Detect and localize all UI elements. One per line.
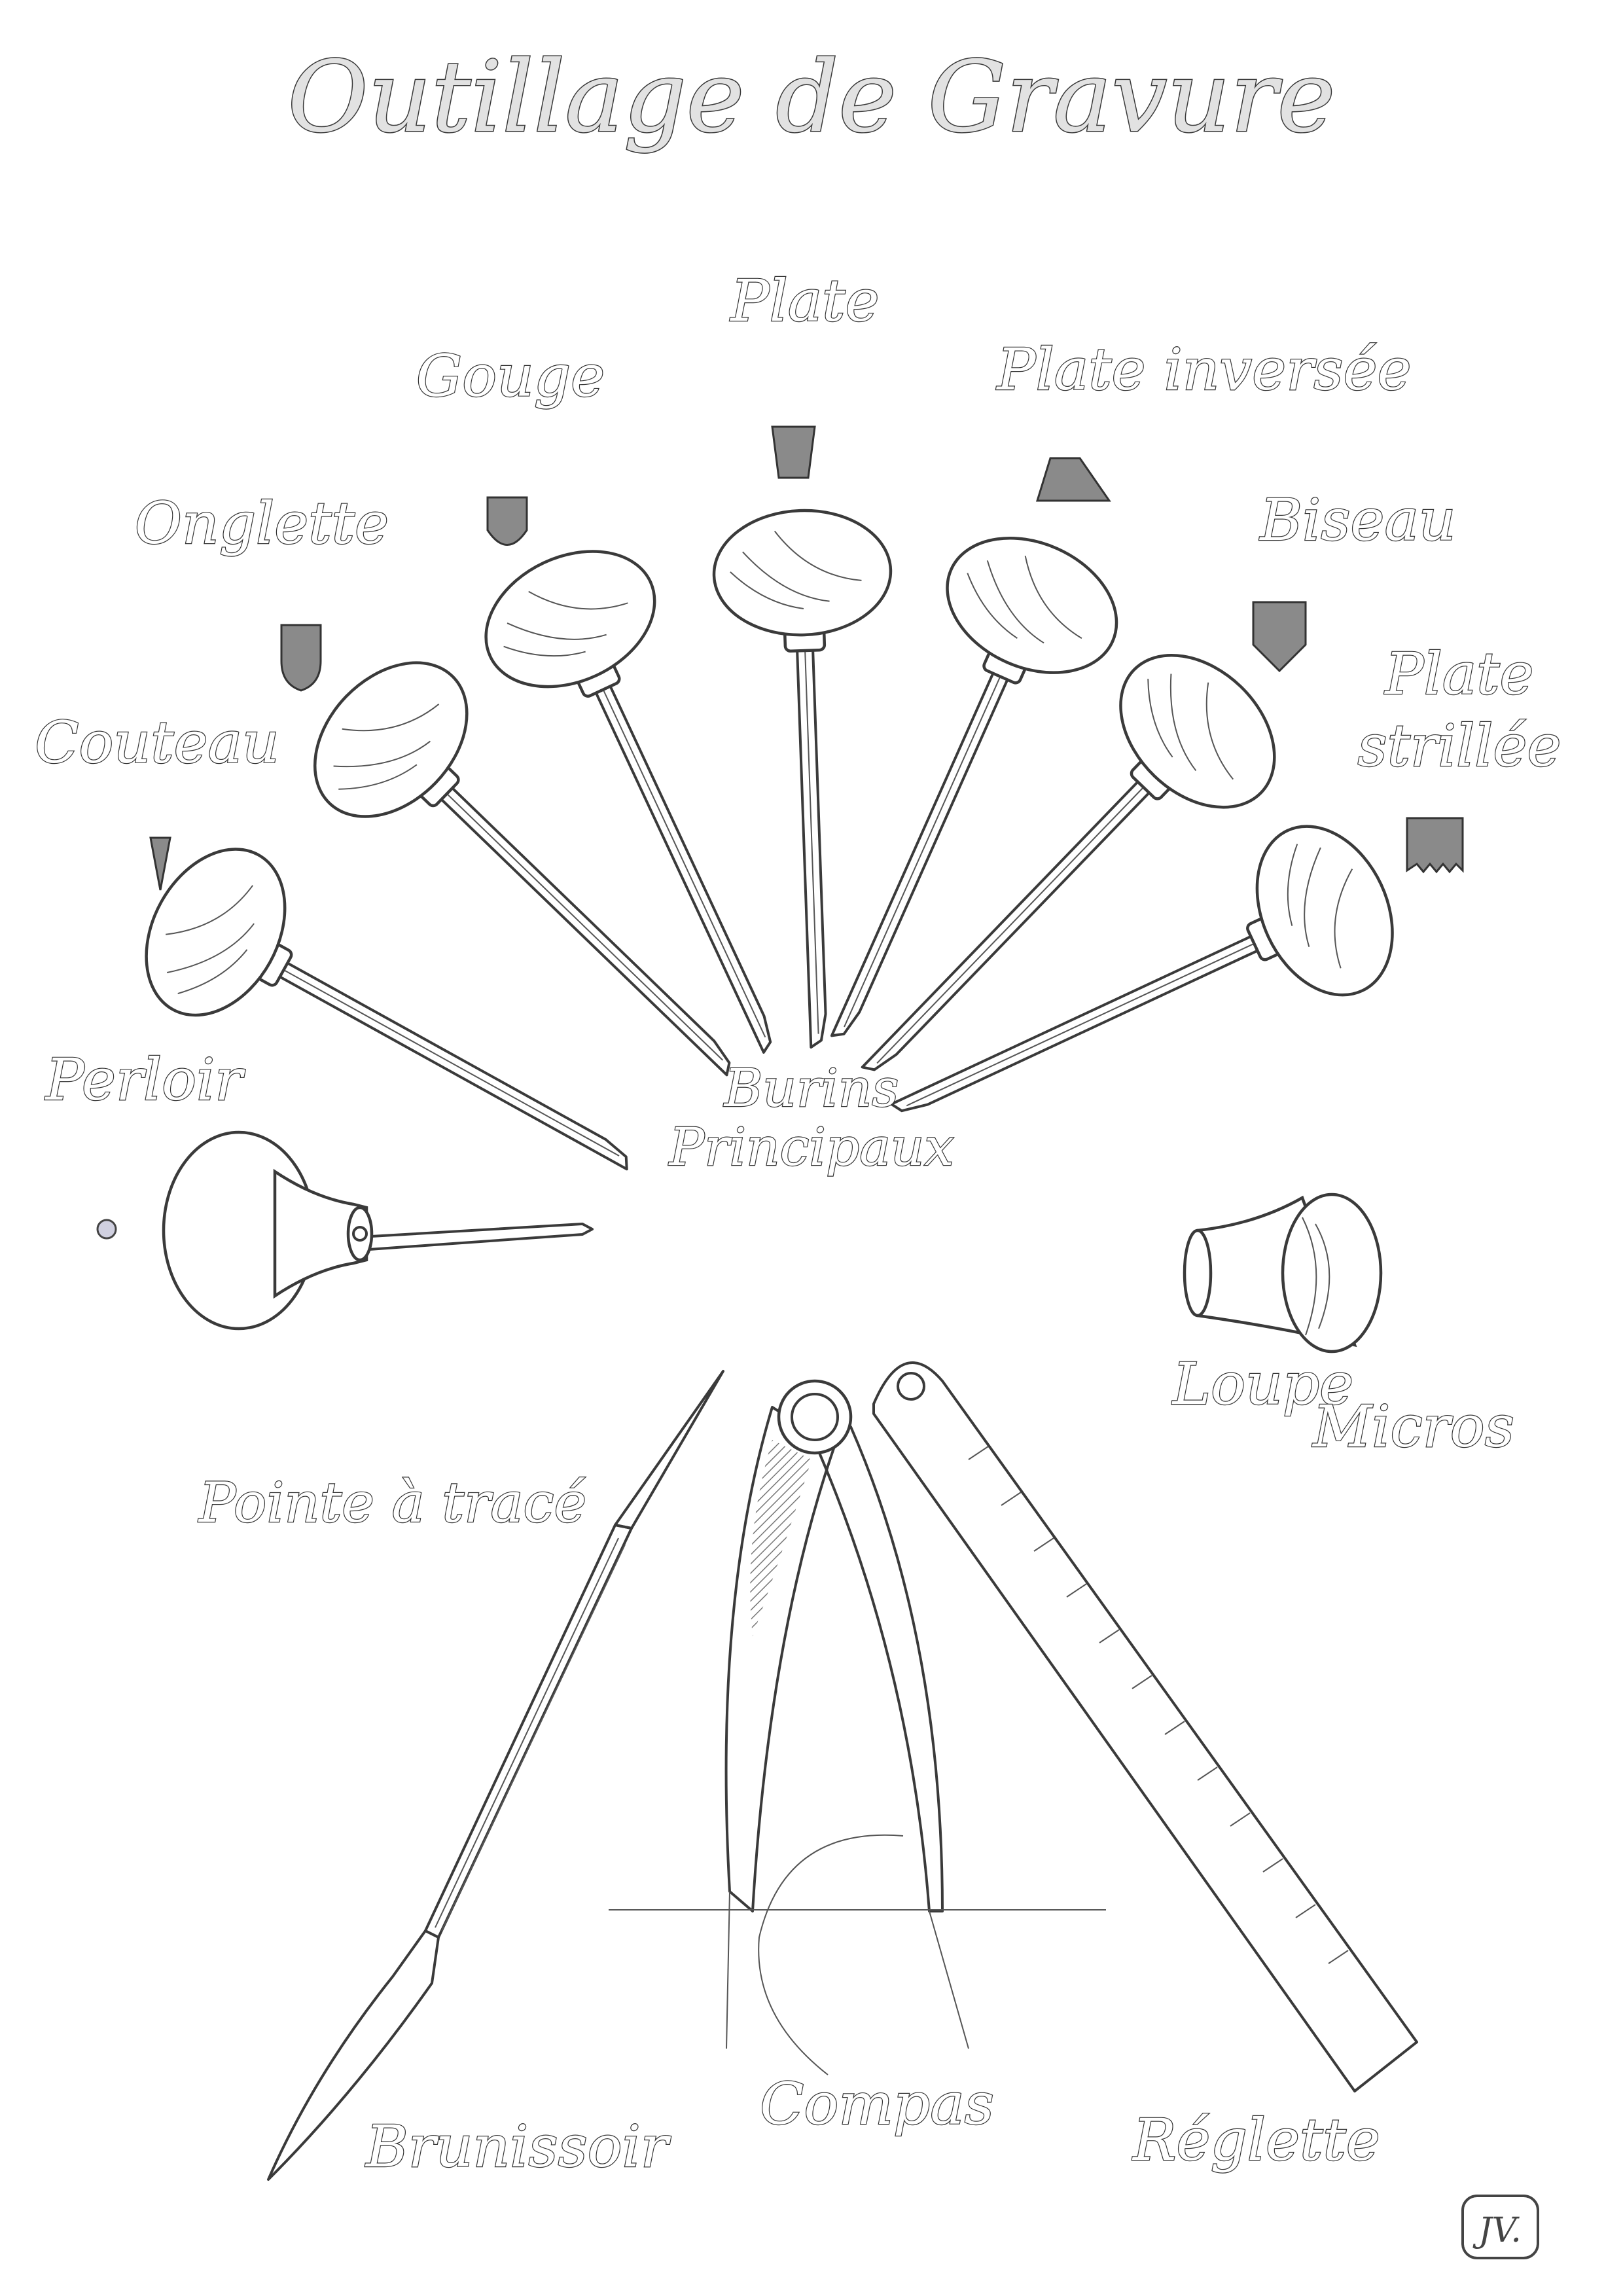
page-title: Outillage de Gravure (288, 41, 1336, 154)
label-plate-strillee-line1: Plate (1383, 640, 1533, 708)
section-biseau-icon (1252, 601, 1307, 673)
label-plate-inversee: Plate inversée (995, 336, 1411, 403)
signature-monogram: JV. (1461, 2195, 1539, 2259)
label-loupe: Loupe (1171, 1350, 1354, 1418)
label-biseau: Biseau (1258, 486, 1455, 554)
section-onglette-icon (280, 624, 322, 692)
perloir-tool (162, 1130, 594, 1331)
label-couteau: Couteau (35, 709, 279, 776)
label-burins-line2: Principaux (668, 1117, 954, 1177)
label-burins-line1: Burins (723, 1058, 899, 1119)
burin-onglette (285, 633, 793, 1133)
label-plate-strillee-line2: strillée (1357, 712, 1561, 780)
label-compas: Compas (760, 2070, 994, 2138)
label-reglette: Réglette (1132, 2106, 1380, 2174)
section-plate-icon (771, 425, 816, 479)
label-plate: Plate (729, 267, 879, 334)
loupe-tool (1183, 1193, 1383, 1354)
label-pointe: Pointe à tracé (198, 1471, 586, 1535)
section-couteau-icon (149, 836, 171, 891)
section-gouge-icon (486, 496, 528, 546)
label-brunissoir: Brunissoir (365, 2113, 671, 2180)
section-plate-strillee-icon (1406, 817, 1464, 874)
compas-tool (609, 1379, 1106, 2075)
label-onglette: Onglette (135, 490, 389, 557)
label-micros: Micros (1311, 1393, 1514, 1460)
reglette-tool (872, 1361, 1418, 2092)
label-gouge: Gouge (416, 342, 605, 410)
signature-text: JV. (1472, 2211, 1522, 2250)
section-plate-inversee-icon (1035, 457, 1111, 502)
pointe-brunissoir-tool (267, 1370, 724, 2181)
section-perloir-icon (96, 1219, 117, 1240)
label-perloir: Perloir (45, 1046, 246, 1113)
